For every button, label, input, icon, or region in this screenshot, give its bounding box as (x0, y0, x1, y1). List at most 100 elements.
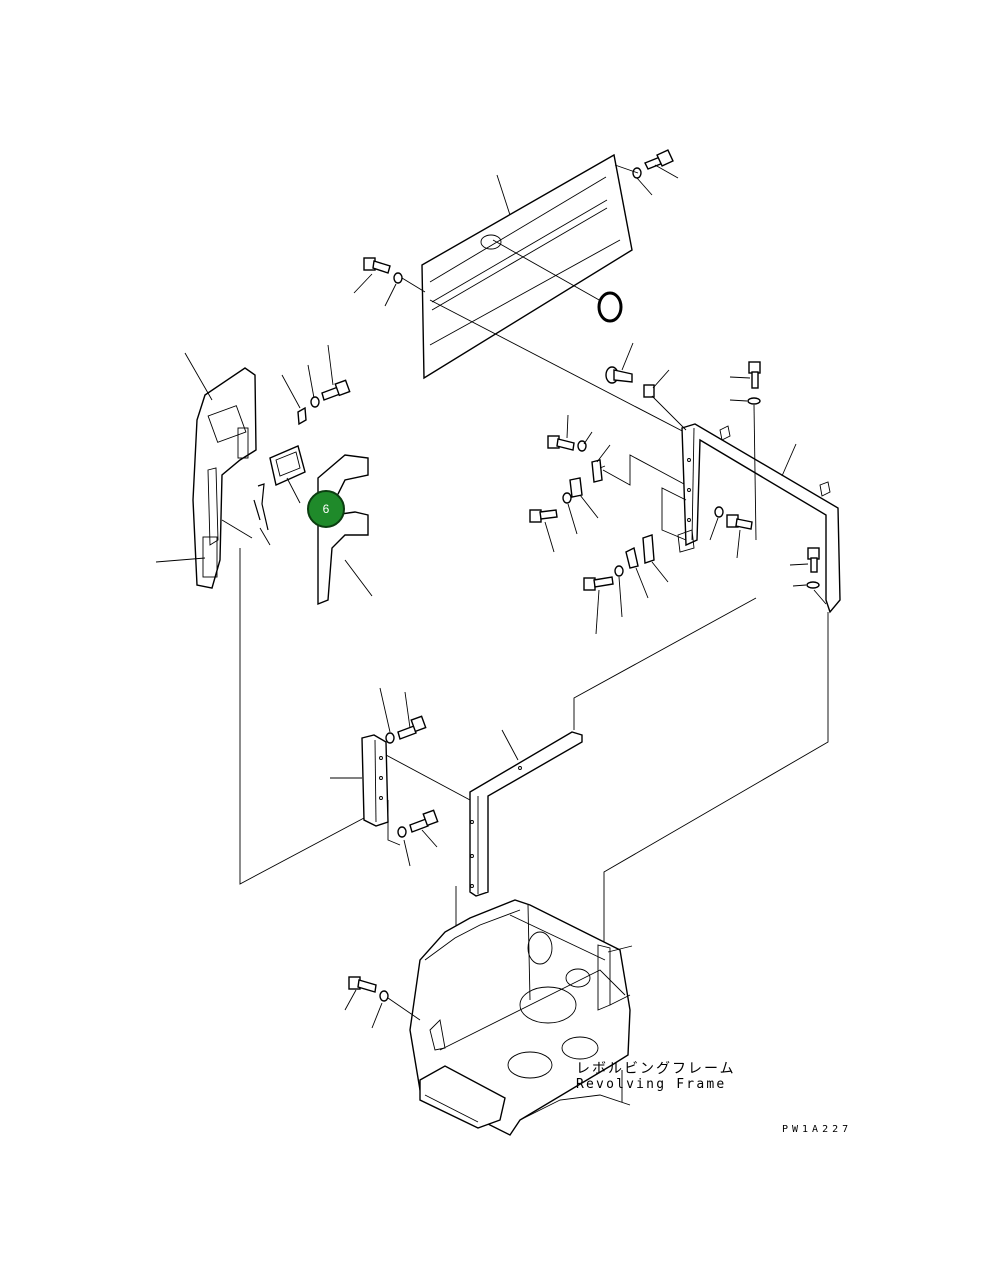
leader-line (155, 557, 206, 563)
right-frame-assembly[interactable] (677, 423, 841, 614)
washer-mid-frame-bottom[interactable] (397, 826, 407, 838)
leader-line (384, 283, 397, 307)
leader-line (736, 529, 741, 559)
bolt-mid-lower[interactable] (529, 509, 558, 523)
drawing-code: PW1A227 (782, 1124, 853, 1135)
leader-line (661, 487, 687, 541)
leader-line (344, 989, 357, 1011)
leader-line (492, 239, 609, 306)
grommet-ring[interactable] (597, 291, 623, 323)
bolt-top-left[interactable] (363, 257, 391, 274)
leader-line (595, 589, 600, 635)
washer-left-group[interactable] (310, 396, 320, 408)
bolt-right-mid[interactable] (726, 514, 753, 530)
leader-line (387, 800, 401, 846)
leader-line (602, 454, 659, 486)
hinge-clip-c[interactable] (625, 546, 639, 569)
hinge-clip-b[interactable] (569, 477, 583, 498)
leader-line (371, 1002, 383, 1029)
bolt-mid-frame-top[interactable] (397, 715, 427, 740)
bolt-mid-left[interactable] (547, 435, 575, 451)
leader-line (603, 612, 829, 960)
leader-line (567, 503, 578, 535)
leader-line (286, 477, 301, 504)
leader-line (792, 584, 807, 587)
washer-right-mid[interactable] (714, 506, 724, 518)
washer-frame-top[interactable] (747, 397, 761, 405)
leader-line (544, 521, 555, 553)
leader-line (579, 494, 599, 519)
leader-line (651, 561, 669, 583)
leader-line (652, 369, 670, 389)
leader-line (614, 164, 639, 174)
leader-line (566, 414, 569, 439)
l-shaped-stay[interactable] (469, 731, 583, 897)
flange-bolt[interactable] (605, 366, 633, 384)
door-seal-strip[interactable] (317, 454, 369, 606)
leader-line (573, 597, 757, 730)
latch-pad[interactable] (269, 445, 306, 486)
spring-clip[interactable] (253, 483, 269, 531)
leader-line (385, 754, 471, 801)
leader-line (496, 174, 511, 216)
leader-line (729, 399, 748, 402)
washer-mid-frame-top[interactable] (385, 732, 395, 744)
top-cover-panel[interactable] (421, 153, 633, 380)
leader-line (596, 444, 611, 463)
leader-line (184, 352, 213, 401)
bolt-mid-frame-bottom[interactable] (409, 809, 439, 833)
washer-lower-left[interactable] (614, 565, 624, 577)
leader-line (583, 431, 593, 445)
leader-line (651, 395, 687, 431)
leader-line (401, 277, 426, 293)
leader-line (607, 945, 633, 953)
leader-line (781, 443, 797, 477)
leader-line (657, 469, 685, 485)
hinge-bracket-small[interactable] (297, 406, 307, 426)
leader-line (813, 589, 827, 605)
bolt-frame-top[interactable] (748, 361, 761, 389)
bolt-left-group[interactable] (321, 379, 351, 401)
leader-line (281, 374, 301, 409)
leader-line (404, 691, 411, 729)
leader-line (307, 364, 315, 399)
washer-frame-lower[interactable] (806, 581, 820, 589)
leader-line (239, 548, 365, 885)
bolt-base[interactable] (348, 976, 377, 993)
leader-line (403, 839, 411, 867)
leader-line (753, 404, 757, 541)
leader-line (621, 342, 634, 371)
leader-line (501, 729, 519, 761)
callout-6[interactable]: 6 (307, 490, 345, 528)
leader-line (259, 527, 271, 546)
leader-line (353, 273, 373, 294)
leader-line (709, 517, 719, 541)
hinge-clip-a[interactable] (591, 459, 606, 483)
leader-line (379, 687, 391, 733)
leader-line (609, 994, 631, 1006)
nut[interactable] (643, 384, 655, 398)
leader-line (636, 177, 653, 196)
leader-line (729, 376, 751, 379)
leader-line (654, 164, 679, 179)
leader-line (421, 829, 438, 848)
bolt-top-right[interactable] (644, 149, 674, 170)
tool-box-tray[interactable] (419, 1065, 506, 1129)
leader-line (327, 344, 334, 386)
leader-line (789, 563, 809, 566)
vertical-hinge-bracket[interactable] (361, 734, 389, 827)
leader-line (221, 519, 253, 539)
washer-mid-lower[interactable] (562, 492, 572, 504)
left-side-cover[interactable] (192, 367, 257, 589)
leader-line (429, 299, 691, 436)
washer-top-left[interactable] (393, 272, 403, 284)
bolt-frame-lower[interactable] (807, 547, 820, 573)
bolt-lower-left[interactable] (583, 576, 614, 591)
washer-base[interactable] (379, 990, 389, 1002)
leader-line (618, 576, 623, 618)
caption-english: Revolving Frame (576, 1077, 727, 1092)
hinge-plate[interactable] (642, 534, 655, 564)
caption-japanese: レボルビングフレーム (576, 1061, 736, 1077)
